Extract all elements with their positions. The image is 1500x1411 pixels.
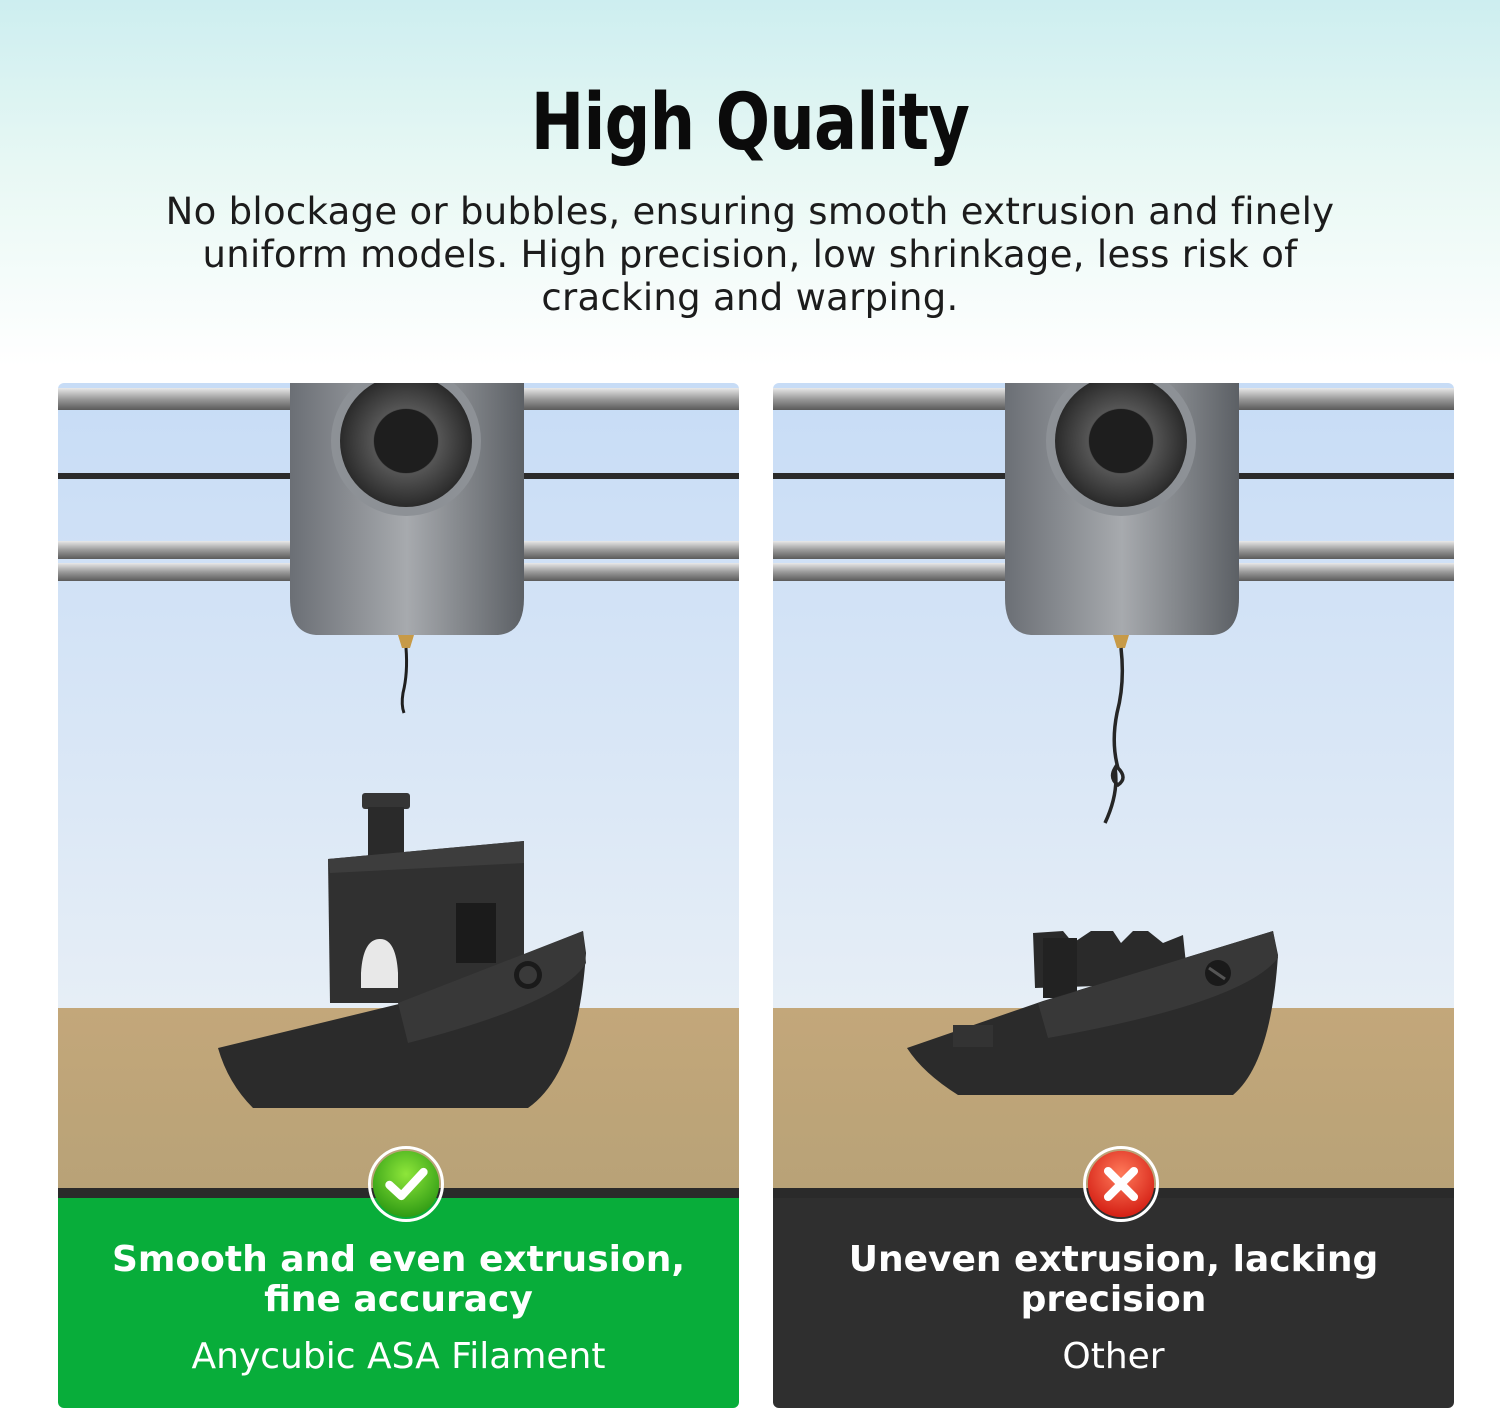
caption-box-good: Smooth and even extrusion, fine accuracy…	[58, 1198, 739, 1408]
printer-scene-good	[58, 383, 739, 1198]
page-subtitle: No blockage or bubbles, ensuring smooth …	[165, 190, 1335, 319]
comparison-panel-good: Smooth and even extrusion, fine accuracy…	[58, 383, 739, 1408]
caption-subtitle-good: Anycubic ASA Filament	[191, 1336, 606, 1377]
check-icon	[368, 1146, 444, 1222]
comparison-panel-bad: Uneven extrusion, lacking precision Othe…	[773, 383, 1454, 1408]
cross-icon	[1083, 1146, 1159, 1222]
caption-title-bad: Uneven extrusion, lacking precision	[848, 1239, 1379, 1320]
caption-box-bad: Uneven extrusion, lacking precision Othe…	[773, 1198, 1454, 1408]
printer-scene-bad	[773, 383, 1454, 1198]
caption-subtitle-bad: Other	[1062, 1336, 1165, 1377]
page-title: High Quality	[530, 78, 970, 168]
caption-title-good: Smooth and even extrusion, fine accuracy	[112, 1239, 685, 1320]
